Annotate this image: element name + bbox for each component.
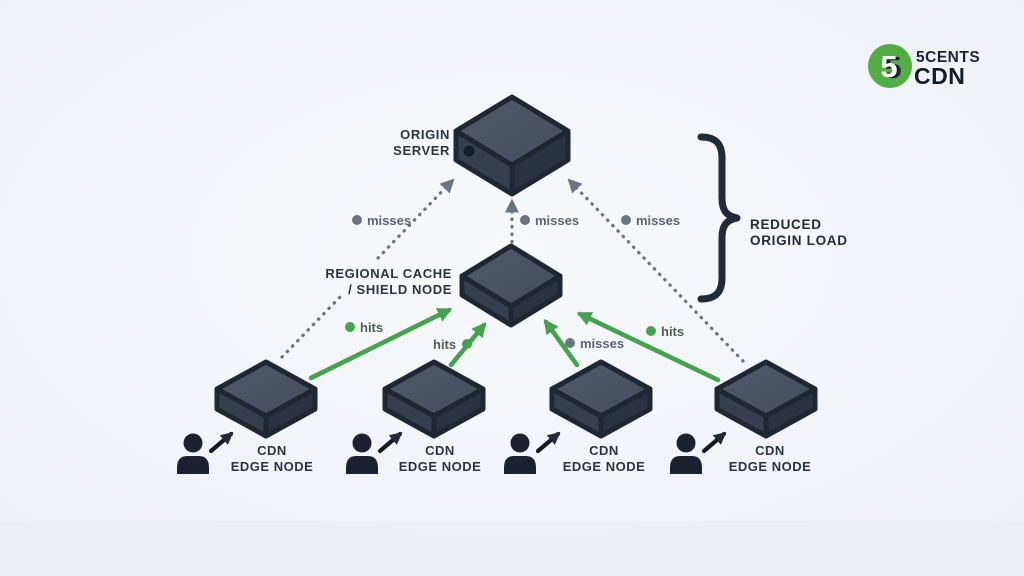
- logo-name-top: 5CENTS: [916, 49, 980, 66]
- edge-node-label: CDN: [425, 443, 455, 458]
- regional-cache-label: REGIONAL CACHE / SHIELD NODE: [325, 266, 452, 297]
- background-bottom-band: [0, 521, 1024, 576]
- edge-node-label: CDN: [755, 443, 785, 458]
- svg-text:hits: hits: [360, 320, 383, 335]
- user-icon: [346, 433, 378, 474]
- server-port-icon: [463, 145, 475, 157]
- edge-node-4: CDN EDGE NODE: [670, 359, 818, 474]
- edge-node-2: CDN EDGE NODE: [346, 359, 486, 474]
- edge-node-1: CDN EDGE NODE: [177, 359, 318, 474]
- miss-dot-icon: [621, 215, 631, 225]
- svg-text:ORIGIN LOAD: ORIGIN LOAD: [750, 233, 848, 248]
- hit-arrow-edge1: [308, 307, 453, 381]
- svg-text:misses: misses: [580, 336, 624, 351]
- logo-name-bottom: CDN: [914, 63, 965, 89]
- svg-text:SERVER: SERVER: [393, 143, 450, 158]
- reduced-origin-load-label: REDUCED ORIGIN LOAD: [750, 217, 848, 248]
- origin-server-node: [453, 94, 571, 197]
- regional-cache-node: [459, 243, 563, 328]
- user-request-arrow: [208, 431, 234, 454]
- edge-node-3: CDN EDGE NODE: [504, 359, 653, 474]
- miss-label-left: misses: [352, 213, 411, 228]
- edge-node-label: EDGE NODE: [729, 459, 812, 474]
- miss-dot-icon: [352, 215, 362, 225]
- edge-node-label: CDN: [589, 443, 619, 458]
- miss-label-center: misses: [520, 213, 579, 228]
- user-icon: [670, 433, 702, 474]
- hit-arrow-edge3: [543, 319, 580, 368]
- miss-label-edge3: misses: [565, 336, 624, 351]
- svg-text:/ SHIELD NODE: / SHIELD NODE: [348, 282, 452, 297]
- hit-dot-icon: [646, 326, 656, 336]
- miss-label-right: misses: [621, 213, 680, 228]
- svg-text:hits: hits: [433, 337, 456, 352]
- logo-badge-number: 5: [880, 49, 897, 84]
- miss-dot-icon: [520, 215, 530, 225]
- svg-text:ORIGIN: ORIGIN: [400, 127, 450, 142]
- reduced-origin-load-brace: [697, 133, 741, 303]
- user-request-arrow: [701, 431, 727, 454]
- edge-node-label: EDGE NODE: [563, 459, 646, 474]
- svg-text:misses: misses: [636, 213, 680, 228]
- hit-label-edge1: hits: [345, 320, 383, 335]
- svg-text:misses: misses: [367, 213, 411, 228]
- miss-dot-icon: [565, 338, 575, 348]
- svg-text:misses: misses: [535, 213, 579, 228]
- svg-text:REGIONAL CACHE: REGIONAL CACHE: [325, 266, 452, 281]
- user-icon: [504, 433, 536, 474]
- edge-node-label: EDGE NODE: [399, 459, 482, 474]
- logo: 5 5 5CENTS CDN: [868, 44, 980, 89]
- hit-dot-icon: [462, 339, 472, 349]
- logo-badge-circle: [868, 44, 912, 88]
- svg-text:hits: hits: [661, 324, 684, 339]
- logo-badge-shadow: 5: [884, 50, 901, 85]
- hit-label-edge4: hits: [646, 324, 684, 339]
- user-request-arrow: [377, 431, 403, 454]
- hit-arrow-edge4: [576, 311, 721, 383]
- hit-label-edge2: hits: [433, 337, 472, 352]
- user-request-arrow: [535, 431, 561, 454]
- origin-server-label: ORIGIN SERVER: [393, 127, 450, 158]
- miss-arrow-left: [280, 178, 455, 359]
- hit-dot-icon: [345, 322, 355, 332]
- edge-node-label: CDN: [257, 443, 287, 458]
- edge-node-label: EDGE NODE: [231, 459, 314, 474]
- user-icon: [177, 433, 209, 474]
- svg-text:REDUCED: REDUCED: [750, 217, 822, 232]
